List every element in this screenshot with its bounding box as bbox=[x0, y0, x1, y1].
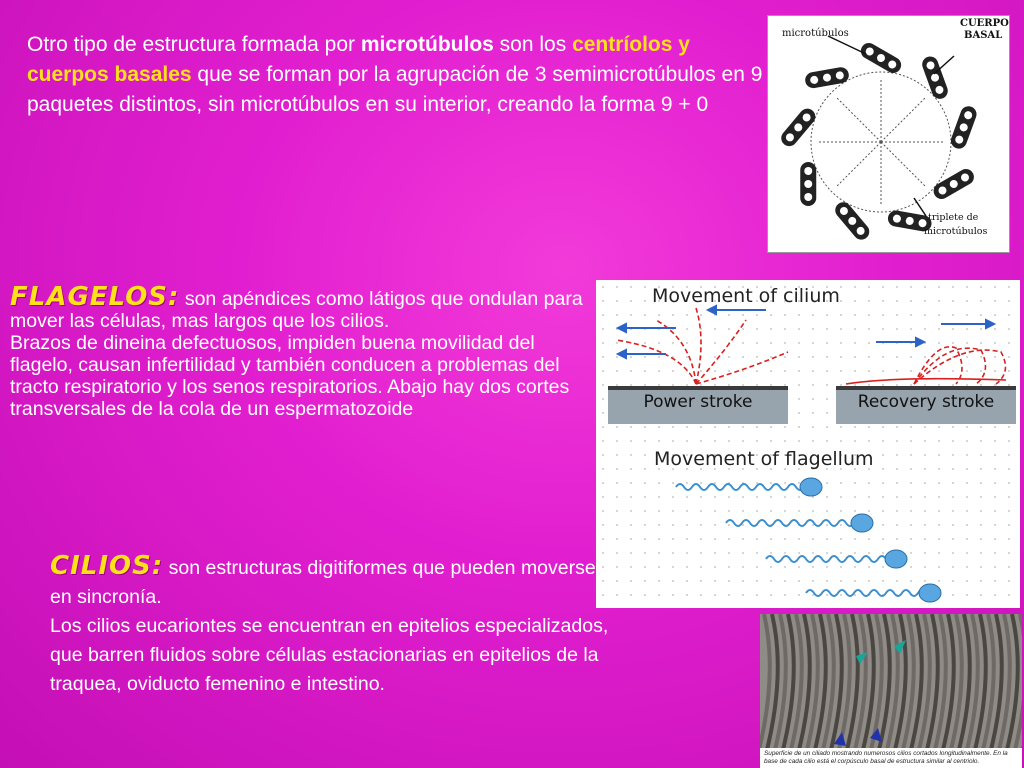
cilium-strand bbox=[956, 614, 972, 755]
intro-paragraph: Otro tipo de estructura formada por micr… bbox=[27, 30, 767, 120]
sperm-head bbox=[884, 549, 908, 569]
microtubule-triplet bbox=[950, 106, 977, 149]
cilium-strand bbox=[1012, 614, 1022, 755]
cilium-strand bbox=[860, 614, 876, 755]
intro-text-1: Otro tipo de estructura formada por bbox=[27, 33, 361, 56]
basal-body-illustration bbox=[781, 35, 977, 240]
cilium-strand bbox=[980, 614, 996, 755]
arrowhead-teal bbox=[894, 640, 906, 654]
microtubule-triplet bbox=[835, 202, 870, 240]
cilium-strand bbox=[812, 614, 828, 755]
microtubule-triplet bbox=[805, 67, 849, 89]
cilios-section: CILIOS: son estructuras digitiformes que… bbox=[50, 552, 610, 699]
movement-illustration bbox=[615, 304, 1007, 603]
cilium-strand bbox=[760, 614, 772, 755]
cilia-micrograph: Superficie de un ciliado mostrando numer… bbox=[760, 614, 1022, 768]
label-triplete: triplete de bbox=[928, 212, 979, 223]
cilios-definition: son estructuras digitiformes que pueden … bbox=[50, 557, 596, 608]
label-triplete-microtubulos: microtúbulos bbox=[924, 226, 988, 237]
sperm-head bbox=[799, 477, 823, 497]
cilium-strand bbox=[940, 614, 956, 755]
cilium-strand bbox=[804, 614, 820, 755]
flagellum-tail bbox=[725, 519, 855, 527]
cilium-strand bbox=[932, 614, 948, 755]
intro-text-2: son los bbox=[493, 33, 573, 56]
cilium-strand bbox=[1004, 614, 1020, 755]
cilium-strand bbox=[972, 614, 988, 755]
cilium-strand bbox=[828, 614, 844, 755]
cilium-strand bbox=[852, 614, 868, 755]
microtubule-triplet bbox=[800, 162, 817, 206]
flagelos-definition: son apéndices como látigos que ondulan p… bbox=[10, 288, 583, 332]
flagellum-tail bbox=[805, 589, 935, 597]
cilium-strand bbox=[988, 614, 1004, 755]
cilium-strand bbox=[844, 614, 860, 755]
cilium-strand bbox=[772, 614, 788, 755]
recovery-stroke-label: Recovery stroke bbox=[836, 386, 1016, 424]
microtubule-triplet bbox=[781, 108, 816, 147]
cilium-strand bbox=[964, 614, 980, 755]
flagellum-waves bbox=[675, 477, 942, 603]
title-movement-cilium: Movement of cilium bbox=[652, 285, 840, 307]
sperm-head bbox=[918, 583, 942, 603]
cilium-strand bbox=[892, 614, 908, 755]
micrograph-image bbox=[760, 614, 1022, 755]
microtubule-triplet bbox=[922, 56, 948, 99]
label-cuerpo: CUERPO bbox=[960, 18, 1009, 29]
cilium-strand bbox=[908, 614, 924, 755]
power-stroke-label: Power stroke bbox=[608, 386, 788, 424]
cilios-location-text: Los cilios eucariontes se encuentran en … bbox=[50, 615, 609, 695]
title-movement-flagellum: Movement of flagellum bbox=[654, 448, 874, 470]
intro-highlight-centriolos: centríolos y cuerpos basales bbox=[27, 33, 690, 86]
microtubule-triplet bbox=[933, 169, 974, 199]
movement-figure: Movement of cilium Power stroke Recovery… bbox=[596, 280, 1020, 608]
microtubule-triplet bbox=[860, 43, 902, 73]
cilium-strand bbox=[996, 614, 1012, 755]
cilium-strand bbox=[916, 614, 932, 755]
sperm-head bbox=[850, 513, 874, 533]
flagellum-tail bbox=[675, 483, 805, 491]
microtubule-triplet bbox=[887, 210, 932, 232]
flagellum-tail bbox=[765, 555, 895, 563]
cilios-heading: CILIOS: bbox=[50, 551, 164, 581]
cilium-strand bbox=[924, 614, 940, 755]
cilium-strand bbox=[764, 614, 780, 755]
arrowhead-blue bbox=[870, 728, 882, 742]
intro-bold-microtubulos: microtúbulos bbox=[360, 33, 494, 56]
cilium-strand bbox=[884, 614, 900, 755]
cilium-strand bbox=[900, 614, 916, 755]
cilium-strand bbox=[876, 614, 892, 755]
label-microtubulos: microtúbulos bbox=[782, 28, 849, 39]
basal-body-diagram: microtúbulos CUERPO BASAL triplete de mi… bbox=[767, 15, 1010, 253]
arrowhead-blue bbox=[834, 732, 846, 746]
arrowhead-teal bbox=[856, 652, 868, 664]
flagelos-dineina-text: Brazos de dineina defectuosos, impiden b… bbox=[10, 332, 570, 420]
cilia-strands bbox=[760, 614, 1022, 755]
intro-text-3: que se forman por la agrupación de 3 sem… bbox=[27, 63, 763, 116]
label-basal: BASAL bbox=[964, 30, 1003, 41]
cilium-strand bbox=[820, 614, 836, 755]
cilium-strand bbox=[788, 614, 804, 755]
microtubule-triplets bbox=[781, 43, 977, 240]
cilium-strand bbox=[796, 614, 812, 755]
micrograph-caption: Superficie de un ciliado mostrando numer… bbox=[760, 748, 1022, 768]
flagelos-heading: FLAGELOS: bbox=[10, 282, 180, 312]
cilium-strand bbox=[948, 614, 964, 755]
flagelos-section: FLAGELOS: son apéndices como látigos que… bbox=[10, 284, 595, 420]
cilium-strand bbox=[780, 614, 796, 755]
